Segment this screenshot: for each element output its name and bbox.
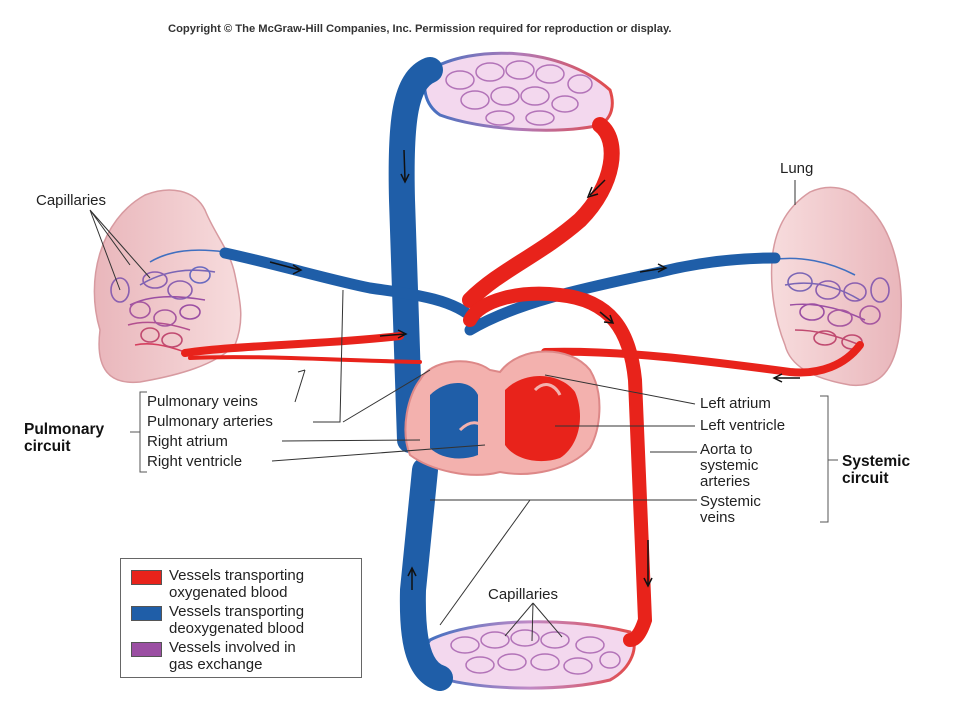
left-lung: [93, 189, 242, 384]
legend-swatch-blue: [131, 606, 162, 621]
legend-deoxygenated-line1: Vessels transporting: [169, 603, 305, 620]
label-right-atrium: Right atrium: [147, 433, 228, 450]
label-right-ventricle: Right ventricle: [147, 453, 243, 470]
label-pulmonary-veins: Pulmonary veins: [147, 393, 258, 410]
leader-lines: [89, 180, 796, 642]
legend-oxygenated-line2: oxygenated blood: [169, 584, 288, 601]
right-lung-capillaries: [769, 257, 890, 350]
label-systemic-veins-line2: veins: [700, 509, 736, 526]
legend-swatch-red: [131, 570, 162, 585]
label-left-atrium: Left atrium: [700, 395, 771, 412]
legend-swatch-purple: [131, 642, 162, 657]
right-lung: [770, 186, 902, 387]
label-systemic-circuit-line1: Systemic: [842, 453, 911, 470]
label-systemic-veins-line1: Systemic: [700, 493, 761, 510]
label-systemic-circuit-line2: circuit: [842, 470, 889, 487]
copyright-notice: Copyright © The McGraw-Hill Companies, I…: [168, 23, 672, 35]
circuit-brackets: [130, 391, 838, 523]
flow-arrows: [269, 149, 800, 590]
legend-oxygenated-line1: Vessels transporting: [169, 567, 305, 584]
lower-capillary-bed: [422, 620, 636, 690]
label-lung: Lung: [780, 160, 814, 177]
upper-capillary-bed: [423, 51, 614, 132]
label-capillaries-bottom: Capillaries: [488, 586, 559, 603]
label-pulmonary-circuit-line2: circuit: [24, 438, 71, 455]
legend-gas-exchange-line1: Vessels involved in: [169, 639, 296, 656]
label-pulmonary-arteries: Pulmonary arteries: [147, 413, 273, 430]
legend: Vessels transporting oxygenated blood Ve…: [120, 558, 362, 678]
label-aorta-line1: Aorta to: [700, 441, 753, 458]
label-aorta-line2: systemic: [700, 457, 759, 474]
heart: [404, 350, 601, 476]
deoxygenated-vessels: [219, 57, 781, 691]
legend-gas-exchange-line2: gas exchange: [169, 656, 263, 673]
label-aorta-line3: arteries: [700, 473, 751, 490]
label-pulmonary-circuit-line1: Pulmonary: [24, 421, 105, 438]
label-left-ventricle: Left ventricle: [700, 417, 786, 434]
left-lung-capillaries: [110, 249, 226, 353]
oxygenated-vessels: [181, 117, 864, 647]
legend-deoxygenated-line2: deoxygenated blood: [169, 620, 305, 637]
label-capillaries-top: Capillaries: [36, 192, 107, 209]
